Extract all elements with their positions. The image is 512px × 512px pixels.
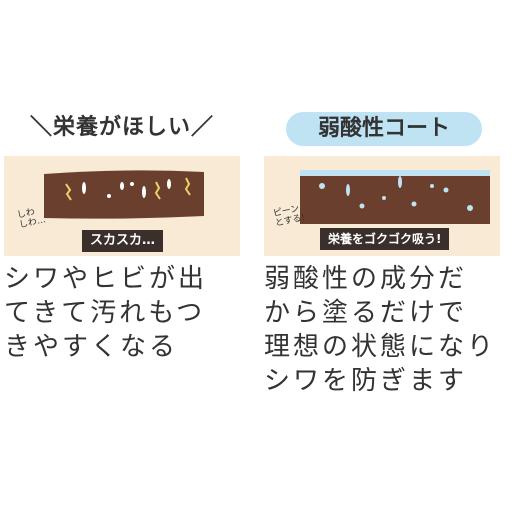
crack-line: [154, 181, 161, 200]
nutrient-drop: [346, 184, 350, 196]
crack-line: [184, 177, 191, 196]
nutrient-drop: [398, 176, 402, 188]
coated-leather-illustration: [300, 170, 490, 224]
coated-leather-panel: ピーン とする! 栄養をゴクゴク吸う!: [264, 156, 500, 256]
absorb-caption: 栄養をゴクゴク吸う!: [320, 228, 450, 250]
dry-leather-illustration: [44, 170, 204, 219]
left-description-line: シワやヒビが出: [4, 264, 208, 294]
crack-line: [65, 183, 72, 201]
left-description: シワやヒビが出 てきて汚れもつ きやすくなる: [4, 262, 240, 364]
nutrient-drop: [359, 203, 365, 209]
right-description-line: 理想の状態になり: [264, 332, 497, 362]
nutrient-drop: [443, 187, 449, 193]
pore-mark: [107, 194, 111, 198]
crack-mark: [142, 186, 146, 198]
nutrient-drop: [467, 205, 473, 211]
right-column: 弱酸性コート ピーン とする! 栄養をゴクゴク吸う! 弱酸性の成分だ から塗るだ…: [264, 0, 500, 512]
nutrient-drop: [411, 201, 417, 207]
dry-leather-panel: しわ しわ… スカスカ…: [4, 156, 240, 256]
crack-mark: [167, 179, 171, 189]
left-column: ＼栄養がほしい／ しわ しわ… スカスカ… シワやヒビが出 てきて汚れもつ きや…: [4, 0, 240, 512]
left-description-line: きやすくなる: [4, 332, 179, 362]
nutrient-drop: [319, 183, 325, 189]
crack-mark: [120, 182, 124, 190]
nutrient-drop: [430, 184, 434, 188]
heading-needs-nutrition: ＼栄養がほしい／: [29, 115, 214, 140]
left-description-line: てきて汚れもつ: [4, 298, 206, 328]
leather-strip: [300, 176, 490, 224]
right-description: 弱酸性の成分だ から塗るだけで 理想の状態になり シワを防ぎます: [264, 262, 500, 398]
crack-mark: [82, 182, 86, 194]
nutrient-drop: [382, 196, 386, 200]
coat-layer: [300, 170, 490, 178]
right-description-line: シワを防ぎます: [264, 366, 468, 396]
heading-weak-acid-coat: 弱酸性コート: [286, 112, 482, 146]
right-description-line: 弱酸性の成分だ: [264, 264, 468, 294]
right-description-line: から塗るだけで: [264, 298, 468, 328]
pore-mark: [130, 182, 134, 186]
sparse-caption: スカスカ…: [82, 230, 164, 252]
